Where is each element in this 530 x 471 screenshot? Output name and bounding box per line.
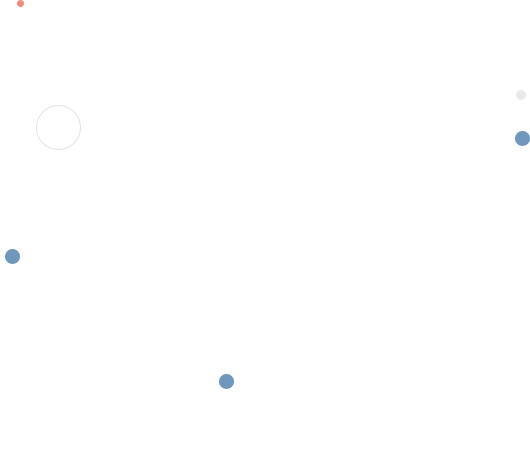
- blue-dot-bottom: [219, 374, 234, 389]
- salmon-dot: [17, 0, 24, 7]
- blue-dot-right: [515, 131, 530, 146]
- light-grey-dot: [516, 90, 526, 100]
- outlined-ring-circle: [36, 105, 81, 150]
- blue-dot-left: [5, 249, 20, 264]
